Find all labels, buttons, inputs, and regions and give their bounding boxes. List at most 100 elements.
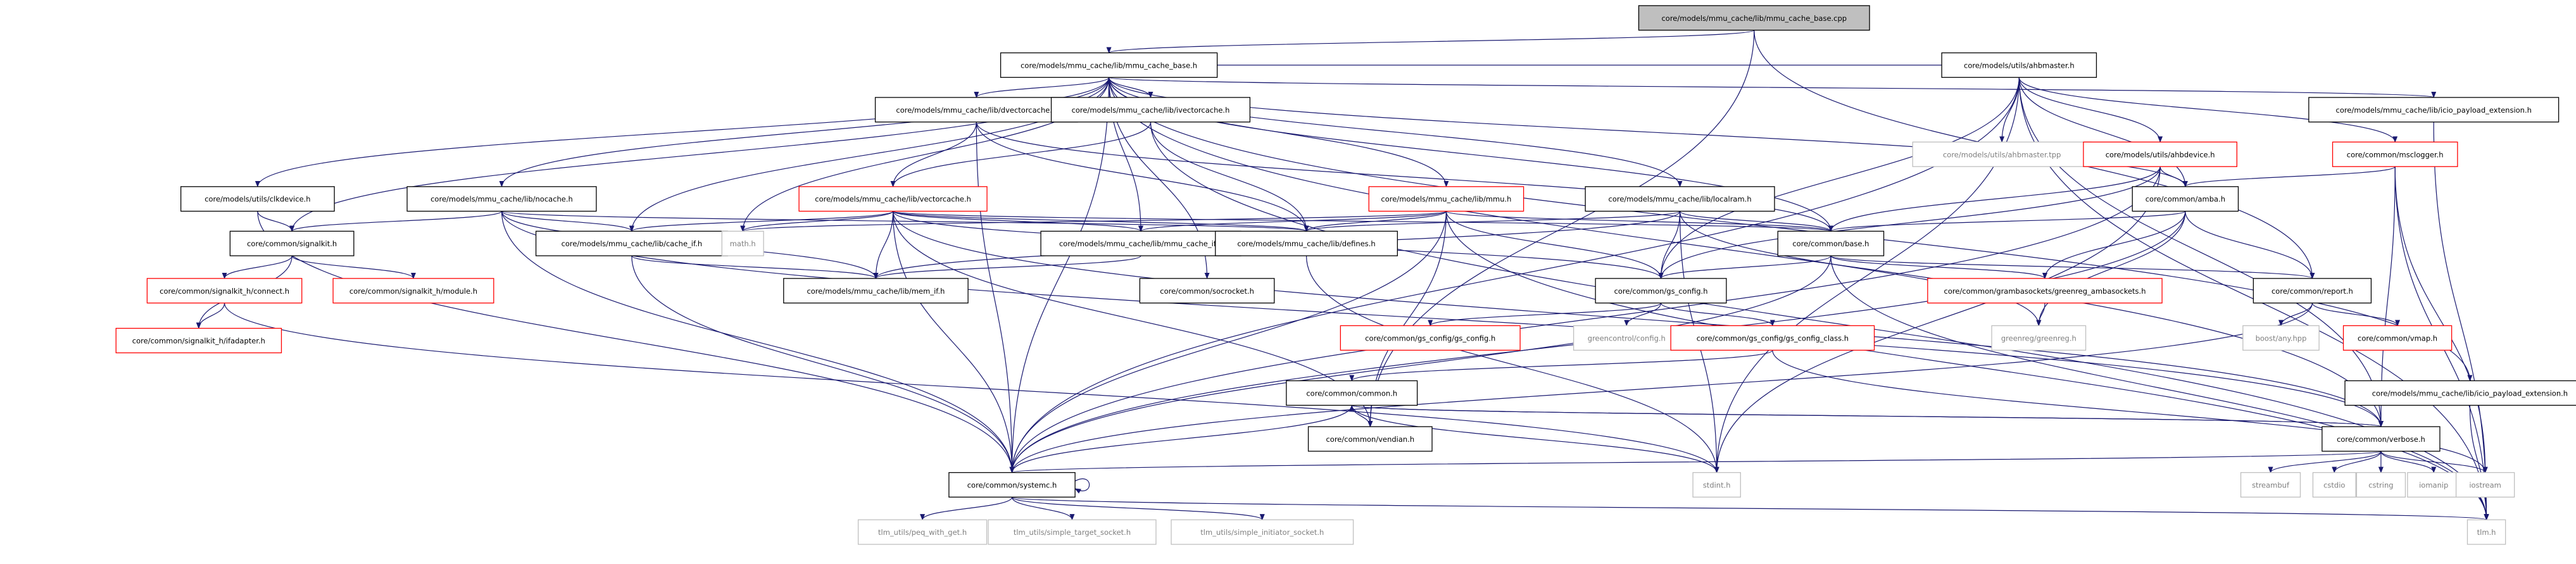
node-localram[interactable]: core/models/mmu_cache/lib/localram.h xyxy=(1585,186,1775,212)
node-label: core/common/gs_config/gs_config.h xyxy=(1365,334,1495,342)
node-sk_connect[interactable]: core/common/signalkit_h/connect.h xyxy=(146,278,303,304)
edge-ahbdevice-to-amba xyxy=(2159,166,2188,187)
node-box xyxy=(1692,472,1741,498)
node-root[interactable]: core/models/mmu_cache/lib/mmu_cache_base… xyxy=(1638,5,1870,31)
node-box xyxy=(1912,141,2092,167)
node-label: core/models/mmu_cache/lib/icio_payload_e… xyxy=(2372,389,2568,398)
node-label: core/common/common.h xyxy=(1306,389,1397,398)
node-label: core/common/report.h xyxy=(2271,287,2353,296)
node-dvectorcache[interactable]: core/models/mmu_cache/lib/dvectorcache.h xyxy=(874,97,1078,123)
node-label: tlm.h xyxy=(2477,528,2496,537)
node-nocache[interactable]: core/models/mmu_cache/lib/nocache.h xyxy=(406,186,597,212)
node-box xyxy=(1307,426,1433,452)
edge-vectorcache-to-mmu_cache_if xyxy=(892,211,1143,232)
edge-defines-to-stdint xyxy=(1305,256,1719,473)
node-amba[interactable]: core/common/amba.h xyxy=(2132,186,2239,212)
node-label: core/common/vendian.h xyxy=(1326,435,1414,444)
edge-ahbdevice-to-base xyxy=(1828,166,2161,232)
node-label: core/common/msclogger.h xyxy=(2347,150,2444,159)
edge-amba-to-report xyxy=(2185,211,2315,279)
edge-icio_ext_bot-to-tlm xyxy=(2469,405,2489,521)
edge-ahbmaster-to-verbose xyxy=(2018,77,2384,428)
node-box xyxy=(2455,472,2515,498)
node-box xyxy=(2332,141,2458,167)
node-gs_config_class[interactable]: core/common/gs_config/gs_config_class.h xyxy=(1670,325,1875,351)
node-box xyxy=(2132,186,2239,212)
node-label: streambuf xyxy=(2252,480,2290,489)
node-cache_if[interactable]: core/models/mmu_cache/lib/cache_if.h xyxy=(535,230,728,256)
edge-nocache-to-systemc xyxy=(501,211,1015,473)
node-tlm: tlm.h xyxy=(2466,519,2506,545)
edge-report-to-vmap xyxy=(2311,303,2401,327)
edge-mmu_h-to-systemc xyxy=(1009,211,1447,473)
node-grambasockets[interactable]: core/common/grambasockets/greenreg_ambas… xyxy=(1927,278,2163,304)
edge-gs_config-to-greencontrol xyxy=(1624,303,1662,327)
node-vmap[interactable]: core/common/vmap.h xyxy=(2342,325,2453,351)
node-label: core/models/mmu_cache/lib/cache_if.h xyxy=(562,239,703,248)
node-box xyxy=(229,230,355,256)
node-vectorcache[interactable]: core/models/mmu_cache/lib/vectorcache.h xyxy=(798,186,988,212)
node-label: core/models/mmu_cache/lib/icio_payload_e… xyxy=(2336,106,2532,115)
node-icio_ext_bot[interactable]: core/models/mmu_cache/lib/icio_payload_e… xyxy=(2344,380,2576,406)
edge-root-to-mcb_h xyxy=(1107,30,1755,54)
node-gs_config[interactable]: core/common/gs_config.h xyxy=(1595,278,1727,304)
edge-localram-to-base xyxy=(1679,211,1833,232)
node-clkdevice[interactable]: core/models/utils/clkdevice.h xyxy=(180,186,335,212)
node-box xyxy=(1368,186,1524,212)
node-systemc[interactable]: core/common/systemc.h xyxy=(948,472,1076,498)
edge-cache_if-to-systemc xyxy=(631,256,1015,473)
node-socrocket[interactable]: core/common/socrocket.h xyxy=(1139,278,1275,304)
node-signalkit[interactable]: core/common/signalkit.h xyxy=(229,230,355,256)
node-box xyxy=(1340,325,1521,351)
node-label: greencontrol/config.h xyxy=(1588,334,1666,342)
edge-vectorcache-to-mem_if xyxy=(873,211,894,279)
edge-mmu_h-to-base xyxy=(1445,211,1833,232)
node-label: boost/any.hpp xyxy=(2256,334,2307,342)
node-mem_if[interactable]: core/models/mmu_cache/lib/mem_if.h xyxy=(783,278,969,304)
node-label: core/common/amba.h xyxy=(2146,195,2225,204)
node-box xyxy=(1050,97,1251,123)
node-sk_ifadapter[interactable]: core/common/signalkit_h/ifadapter.h xyxy=(115,327,282,354)
edge-sk_connect-to-stdint xyxy=(223,303,1719,473)
edge-ahbmaster-to-msclogger xyxy=(2018,77,2398,143)
node-common[interactable]: core/common/common.h xyxy=(1286,380,1418,406)
node-gs_config_h[interactable]: core/common/gs_config/gs_config.h xyxy=(1340,325,1521,351)
node-ivectorcache[interactable]: core/models/mmu_cache/lib/ivectorcache.h xyxy=(1050,97,1251,123)
node-ahbmaster_tpp: core/models/utils/ahbmaster.tpp xyxy=(1912,141,2092,167)
node-mcb_h[interactable]: core/models/mmu_cache/lib/mmu_cache_base… xyxy=(1000,52,1218,78)
node-sk_module[interactable]: core/common/signalkit_h/module.h xyxy=(332,278,494,304)
edge-nocache-to-verbose xyxy=(501,211,2384,428)
edge-signalkit-to-sk_connect xyxy=(222,255,292,279)
node-ahbmaster[interactable]: core/models/utils/ahbmaster.h xyxy=(1941,52,2097,78)
node-report[interactable]: core/common/report.h xyxy=(2252,278,2372,304)
node-label: core/models/mmu_cache/lib/localram.h xyxy=(1609,195,1752,204)
node-mmu_h[interactable]: core/models/mmu_cache/lib/mmu.h xyxy=(1368,186,1524,212)
edge-mcb_h-to-verbose xyxy=(1109,77,2384,428)
edge-dvectorcache-to-vectorcache xyxy=(890,122,977,187)
node-label: core/models/mmu_cache/lib/ivectorcache.h xyxy=(1072,106,1230,115)
node-label: core/common/socrocket.h xyxy=(1160,287,1254,296)
edge-mmu_h-to-mmu_cache_if xyxy=(1138,211,1447,232)
node-label: cstring xyxy=(2368,480,2393,489)
node-icio_ext_top[interactable]: core/models/mmu_cache/lib/icio_payload_e… xyxy=(2308,97,2560,123)
node-defines[interactable]: core/models/mmu_cache/lib/defines.h xyxy=(1215,230,1398,256)
node-box xyxy=(2322,426,2441,452)
edge-systemc-to-systemc xyxy=(1074,478,1090,494)
node-label: core/common/vmap.h xyxy=(2358,334,2437,342)
node-simple_initiator: tlm_utils/simple_initiator_socket.h xyxy=(1171,519,1354,545)
edge-common-to-systemc xyxy=(1009,405,1352,473)
edge-nocache-to-cache_if xyxy=(501,211,634,232)
node-vendian[interactable]: core/common/vendian.h xyxy=(1307,426,1433,452)
node-label: core/common/gs_config.h xyxy=(1614,287,1708,296)
node-msclogger[interactable]: core/common/msclogger.h xyxy=(2332,141,2458,167)
node-box xyxy=(2407,472,2461,498)
node-label: core/common/signalkit.h xyxy=(247,239,337,248)
node-box xyxy=(406,186,597,212)
node-greenreg: greenreg/greenreg.h xyxy=(1991,325,2087,351)
node-verbose[interactable]: core/common/verbose.h xyxy=(2322,426,2441,452)
node-mmu_cache_if[interactable]: core/models/mmu_cache/lib/mmu_cache_if.h xyxy=(1040,230,1241,256)
node-base[interactable]: core/common/base.h xyxy=(1777,230,1885,256)
node-ahbdevice[interactable]: core/models/utils/ahbdevice.h xyxy=(2083,141,2238,167)
node-box xyxy=(2083,141,2238,167)
node-label: core/common/verbose.h xyxy=(2337,435,2425,444)
